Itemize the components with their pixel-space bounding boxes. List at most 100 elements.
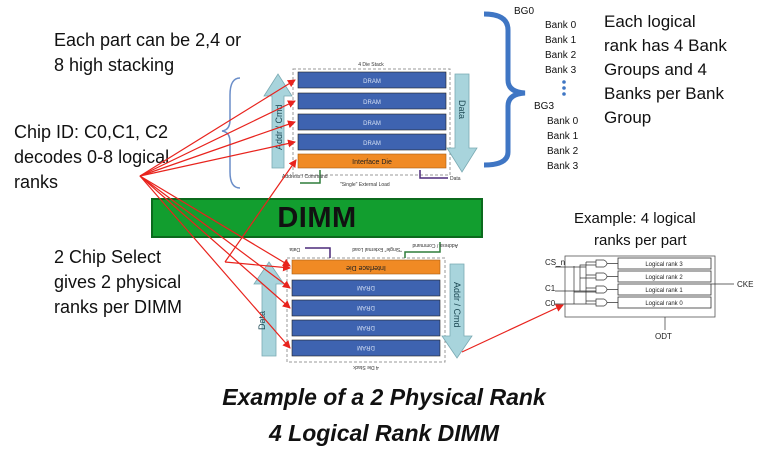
odt-label: ODT	[655, 332, 672, 341]
bank-note-line2: rank has 4 Bank	[604, 36, 727, 55]
bottom-dram-label: DRAM	[357, 284, 375, 290]
rank-diagram-outline	[564, 255, 716, 318]
caption-line1: Example of a 2 Physical Rank	[222, 384, 546, 410]
top-addr-cmd-arrow	[263, 73, 293, 169]
dimm-bar: DIMM	[151, 198, 483, 238]
bottom-dram-die	[291, 279, 441, 297]
bottom-address-command-label: Address / Command	[412, 242, 458, 248]
bank-ellipsis-dot	[562, 80, 566, 84]
rank-example-arrow	[461, 304, 564, 353]
rank-example-title-line2: ranks per part	[594, 232, 687, 249]
red-arrow	[139, 100, 296, 177]
bottom-data-wire	[305, 247, 331, 258]
logical-rank-label: Logical rank 1	[645, 288, 683, 294]
caption-line2: 4 Logical Rank DIMM	[268, 420, 500, 446]
logical-rank-label: Logical rank 3	[645, 262, 683, 268]
bottom-data-label: Data	[257, 311, 267, 330]
decode-gate	[595, 272, 608, 281]
cs-arrows	[224, 159, 297, 272]
red-arrow	[139, 175, 291, 349]
gate-output-wires	[607, 263, 618, 303]
red-arrow	[139, 120, 296, 177]
red-arrow	[139, 79, 296, 177]
bottom-stack-outline	[286, 257, 446, 363]
red-arrow	[139, 139, 296, 177]
red-arrow	[139, 175, 291, 309]
top-stack-title: 4 Die Stack	[358, 62, 384, 68]
rank-example-title-line1: Example: 4 logical	[574, 210, 696, 227]
bank-note-line5: Group	[604, 108, 652, 127]
bottom-stack-title: 4 Die Stack	[353, 364, 379, 370]
bank-note-line4: Banks per Bank	[604, 84, 725, 103]
c1-wires	[555, 264, 596, 292]
top-data-arrow	[446, 73, 478, 173]
chipid-note-line1: Chip ID: C0,C1, C2	[14, 122, 169, 142]
red-arrow	[139, 175, 291, 267]
top-address-command-label: Address / Command	[282, 174, 328, 180]
bottom-dram-die	[291, 339, 441, 357]
bg3-bank: Bank 0	[547, 116, 579, 127]
bank-note-line1: Each logical	[604, 12, 696, 31]
bg0-label: BG0	[514, 6, 535, 17]
top-addr-wire	[300, 170, 321, 184]
red-arrow	[224, 159, 297, 263]
top-dram-die	[297, 113, 447, 131]
bg3-bank-list: Bank 0 Bank 1 Bank 2 Bank 3	[547, 114, 578, 174]
bank-ellipsis-dot	[562, 92, 566, 96]
top-die-stack: 4 Die Stack DRAM DRAM DRAM DRAM Interfac…	[263, 62, 478, 188]
bg3-bank: Bank 2	[547, 146, 579, 157]
logical-rank-diagram: Logical rank 3 Logical rank 2 Logical ra…	[545, 255, 753, 341]
logical-rank-label: Logical rank 2	[645, 275, 683, 281]
top-data-pin-label: Data	[450, 176, 461, 182]
top-dram-label: DRAM	[363, 79, 381, 85]
bg3-label: BG3	[534, 101, 555, 112]
bg0-bank: Bank 0	[545, 20, 577, 31]
bottom-interface-die	[291, 259, 441, 275]
bank-brace	[483, 11, 526, 168]
bottom-data-pin-label: Data	[289, 246, 300, 252]
top-dram-die	[297, 71, 447, 89]
red-arrow	[139, 175, 291, 289]
bottom-interface-label: Interface Die	[346, 264, 386, 271]
cs-wires	[555, 261, 596, 304]
bank-ellipsis-dot	[562, 86, 566, 90]
cs-note-line2: gives 2 physical	[54, 272, 182, 292]
logical-rank-label: Logical rank 0	[645, 301, 683, 307]
bottom-die-stack: Interface Die DRAM DRAM DRAM DRAM 4 Die …	[253, 242, 473, 370]
top-single-load-label: "Single" External Load	[340, 182, 390, 188]
top-dram-die	[297, 92, 447, 110]
chipid-note-line2: decodes 0-8 logical	[14, 147, 170, 167]
c0-wires	[555, 266, 596, 305]
top-dram-label: DRAM	[363, 100, 381, 106]
chipid-note-line3: ranks	[14, 172, 59, 192]
bottom-dram-label: DRAM	[357, 344, 375, 350]
bg3-bank: Bank 3	[547, 161, 579, 172]
bottom-dram-label: DRAM	[357, 324, 375, 330]
top-interface-die	[297, 153, 447, 169]
top-interface-label: Interface Die	[352, 159, 392, 166]
c1-label: C1	[545, 284, 556, 293]
decode-gate	[595, 285, 608, 294]
bg0-bank: Bank 3	[545, 65, 577, 76]
dimm-label: DIMM	[277, 201, 357, 234]
left-brace	[221, 77, 241, 189]
red-arrow	[224, 261, 291, 272]
chipid-arrows	[139, 79, 296, 349]
bg0-bank-list: Bank 0 Bank 1 Bank 2 Bank 3	[545, 18, 576, 78]
cs-note-line3: ranks per DIMM	[54, 297, 183, 317]
bottom-addr-wire	[404, 242, 441, 258]
bg3-bank: Bank 1	[547, 131, 579, 142]
stacking-note-line2: 8 high stacking	[54, 55, 175, 75]
bottom-single-load-label: "Single" External Load	[352, 246, 402, 252]
decode-gate	[595, 298, 608, 307]
cs-n-label: CS_n	[545, 258, 565, 267]
bottom-data-arrow	[253, 261, 285, 357]
bottom-dram-die	[291, 319, 441, 337]
top-dram-die	[297, 133, 447, 151]
cs-note-line1: 2 Chip Select	[54, 247, 162, 267]
bank-note-line3: Groups and 4	[604, 60, 708, 79]
cke-label: CKE	[737, 280, 753, 289]
bottom-dram-die	[291, 299, 441, 317]
bg0-bank: Bank 1	[545, 35, 577, 46]
